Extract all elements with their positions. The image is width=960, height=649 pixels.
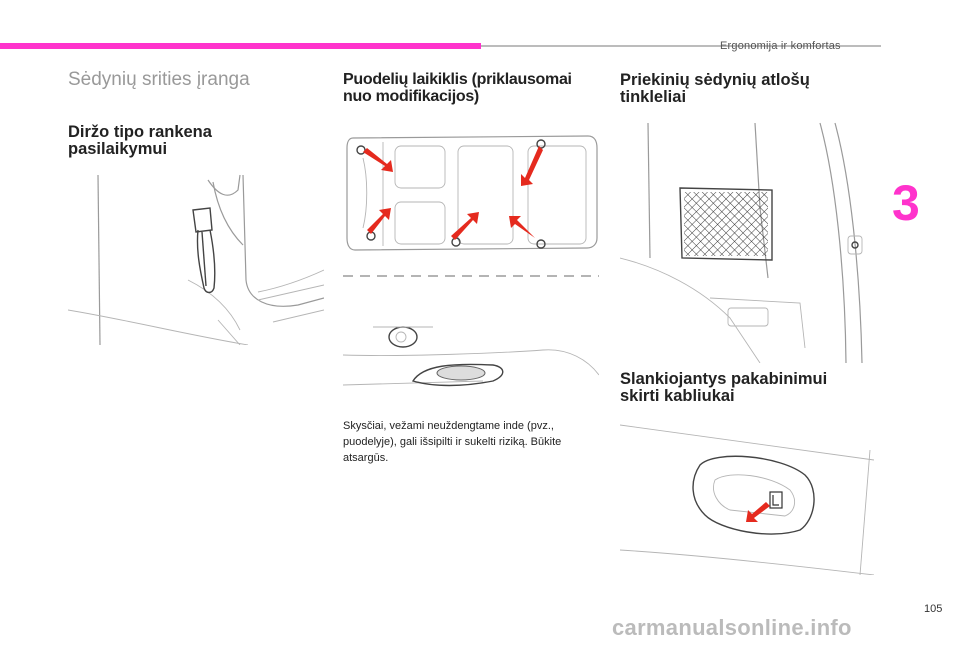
seat-net-illustration [620, 122, 863, 363]
cup-holder-warning: Skysčiai, vežami neuždengtame inde (pvz.… [343, 418, 603, 466]
note-line: puodelyje), gali išsipilti ir sukelti ri… [343, 436, 562, 448]
heading-line: tinkleliai [620, 88, 687, 106]
heading-line: Puodelių laikiklis (priklausomai [343, 71, 572, 88]
heading-cup-holder: Puodelių laikiklis (priklausomai nuo mod… [343, 71, 572, 105]
sliding-hook-illustration [620, 424, 874, 575]
belt-handle-illustration [68, 174, 324, 345]
note-line: Skysčiai, vežami neuždengtame inde (pvz.… [343, 420, 554, 432]
cup-holder-illustration [343, 326, 599, 387]
heading-line: Slankiojantys pakabinimui [620, 370, 828, 388]
section-title: Sėdynių srities įranga [68, 69, 250, 90]
heading-line: Priekinių sėdynių atlošų [620, 71, 810, 89]
chapter-title: Ergonomija ir komfortas [720, 40, 841, 52]
header-rule [481, 45, 881, 47]
page-number: 105 [924, 603, 943, 615]
heading-line: skirti kabliukai [620, 387, 735, 405]
heading-line: Diržo tipo rankena [68, 123, 212, 141]
heading-line: pasilaikymui [68, 140, 168, 158]
cabin-plan-illustration [343, 135, 599, 277]
heading-sliding-hooks: Slankiojantys pakabinimui skirti kabliuk… [620, 371, 827, 405]
chapter-number: 3 [892, 175, 920, 231]
heading-belt-handle: Diržo tipo rankena pasilaikymui [68, 124, 212, 158]
heading-line: nuo modifikacijos) [343, 88, 479, 105]
watermark: carmanualsonline.info [612, 615, 852, 640]
accent-bar [0, 43, 481, 49]
heading-seat-nets: Priekinių sėdynių atlošų tinkleliai [620, 72, 810, 106]
note-line: atsargūs. [343, 452, 389, 464]
